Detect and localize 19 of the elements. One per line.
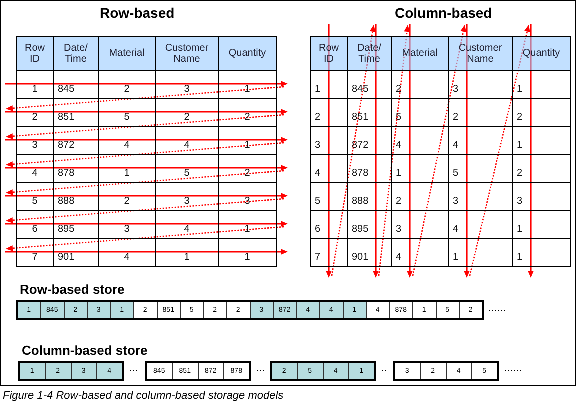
table-cell: 7	[16, 238, 54, 267]
header-cell: Date/ Time	[347, 36, 392, 71]
table-cell: 1	[218, 238, 277, 267]
header-cell: Date/ Time	[53, 36, 99, 71]
store-title: Column-based store	[22, 343, 148, 358]
header-cell: Quantity	[218, 36, 277, 71]
header-cell: Material	[98, 36, 156, 71]
header-cell: Customer Name	[155, 36, 219, 71]
header-cell: Material	[391, 36, 449, 71]
figure-caption: Figure 1-4 Row-based and column-based storage models	[3, 390, 284, 402]
header-cell: Row ID	[310, 36, 348, 71]
header-cell: Customer Name	[448, 36, 513, 71]
table-title: Row-based	[100, 5, 175, 21]
table-cell: 7	[310, 238, 348, 267]
store-title: Row-based store	[20, 282, 125, 297]
header-cell: Row ID	[16, 36, 54, 71]
table-cell: 1	[512, 238, 571, 267]
header-cell: Quantity	[512, 36, 571, 71]
table-title: Column-based	[395, 5, 492, 21]
